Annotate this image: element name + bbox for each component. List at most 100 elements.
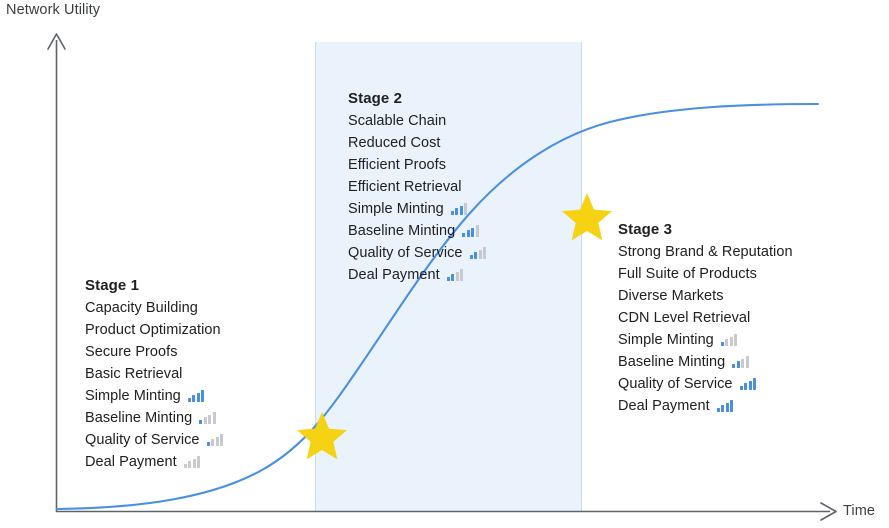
feature-label: Baseline Minting	[618, 354, 726, 370]
signal-bar-3	[729, 336, 733, 346]
stage-3-feature-row: Deal Payment	[618, 395, 793, 417]
growth-curve	[55, 102, 820, 511]
signal-bar-2	[455, 208, 459, 215]
feature-label: Deal Payment	[618, 398, 710, 414]
signal-strength-icon	[739, 378, 757, 390]
stage-2-feature-row: Scalable Chain	[348, 110, 486, 132]
stage-3-feature-row: CDN Level Retrieval	[618, 307, 793, 329]
signal-bar-3	[215, 436, 219, 446]
signal-strength-icon	[199, 412, 216, 424]
stage-2-feature-row: Efficient Proofs	[348, 154, 486, 176]
signal-bar-4	[197, 456, 201, 468]
signal-strength-icon	[206, 434, 224, 446]
feature-label: Efficient Retrieval	[348, 179, 462, 195]
signal-bar-3	[478, 249, 482, 259]
signal-strength-icon	[732, 356, 749, 368]
signal-bar-3	[725, 402, 729, 412]
feature-label: Basic Retrieval	[85, 366, 183, 382]
signal-strength-icon	[462, 225, 479, 237]
stage-2-feature-row: Simple Minting	[348, 198, 486, 220]
feature-label: Simple Minting	[618, 332, 714, 348]
signal-bar-3	[741, 358, 745, 368]
signal-bar-4	[753, 378, 757, 390]
signal-bar-3	[459, 205, 463, 215]
feature-label: Quality of Service	[348, 245, 463, 261]
signal-bar-1	[732, 364, 736, 368]
signal-bar-4	[745, 356, 749, 368]
stage-2-heading: Stage 2	[348, 90, 403, 107]
milestone-star-1-icon	[297, 412, 347, 460]
feature-label: Secure Proofs	[85, 344, 178, 360]
signal-strength-icon	[450, 203, 468, 215]
signal-bar-4	[483, 247, 487, 259]
signal-strength-icon	[446, 269, 464, 281]
signal-bar-1	[720, 342, 724, 346]
feature-label: Strong Brand & Reputation	[618, 244, 793, 260]
feature-label: Diverse Markets	[618, 288, 724, 304]
signal-bar-3	[748, 380, 752, 390]
signal-bar-1	[183, 464, 187, 468]
signal-bar-2	[744, 383, 748, 390]
feature-label: Capacity Building	[85, 300, 198, 316]
feature-label: Deal Payment	[348, 267, 440, 283]
x-axis-title: Time	[843, 503, 876, 519]
stage-1-feature-row: Quality of Service	[85, 429, 224, 451]
signal-bar-4	[220, 434, 224, 446]
feature-label: Reduced Cost	[348, 135, 441, 151]
feature-label: Quality of Service	[618, 376, 733, 392]
stage-1-feature-row: Baseline Minting	[85, 407, 223, 429]
feature-label: CDN Level Retrieval	[618, 310, 751, 326]
signal-bar-4	[730, 400, 734, 412]
signal-bar-4	[460, 269, 464, 281]
milestone-star-2-icon	[562, 193, 612, 241]
stage-2-feature-row: Deal Payment	[348, 264, 486, 286]
stage-1-feature-row: Capacity Building	[85, 297, 223, 319]
feature-label: Scalable Chain	[348, 113, 447, 129]
signal-bar-1	[462, 233, 466, 237]
feature-label: Simple Minting	[85, 388, 181, 404]
feature-label: Product Optimization	[85, 322, 221, 338]
signal-bar-1	[187, 398, 191, 402]
feature-label: Baseline Minting	[85, 410, 193, 426]
signal-bar-1	[446, 277, 450, 281]
feature-label: Efficient Proofs	[348, 157, 447, 173]
stage-3-heading: Stage 3	[618, 221, 673, 238]
signal-bar-2	[451, 274, 455, 281]
signal-bar-2	[725, 339, 729, 346]
signal-bar-1	[206, 442, 210, 446]
signal-bar-2	[736, 361, 740, 368]
signal-bar-4	[212, 412, 216, 424]
stage-3-feature-row: Quality of Service	[618, 373, 793, 395]
feature-label: Full Suite of Products	[618, 266, 757, 282]
signal-bar-3	[192, 458, 196, 468]
y-axis-arrow-icon	[47, 33, 66, 50]
signal-bar-2	[192, 395, 196, 402]
signal-bar-3	[208, 414, 212, 424]
feature-label: Simple Minting	[348, 201, 444, 217]
stage-3-feature-row: Baseline Minting	[618, 351, 793, 373]
signal-strength-icon	[187, 390, 205, 402]
signal-bar-1	[739, 386, 743, 390]
feature-label: Baseline Minting	[348, 223, 456, 239]
signal-strength-icon	[720, 334, 738, 346]
signal-bar-4	[464, 203, 468, 215]
signal-bar-3	[455, 271, 459, 281]
stage-1-feature-row: Basic Retrieval	[85, 363, 223, 385]
signal-bar-1	[469, 255, 473, 259]
signal-bar-2	[211, 439, 215, 446]
stage-2-feature-row: Quality of Service	[348, 242, 487, 264]
stage-2-feature-row: Reduced Cost	[348, 132, 486, 154]
signal-bar-2	[721, 405, 725, 412]
stage-2-feature-row: Baseline Minting	[348, 220, 486, 242]
stage-3-feature-row: Full Suite of Products	[618, 263, 793, 285]
signal-bar-2	[466, 230, 470, 237]
signal-bar-4	[475, 225, 479, 237]
signal-bar-4	[734, 334, 738, 346]
feature-label: Deal Payment	[85, 454, 177, 470]
signal-bar-2	[188, 461, 192, 468]
signal-bar-1	[450, 211, 454, 215]
